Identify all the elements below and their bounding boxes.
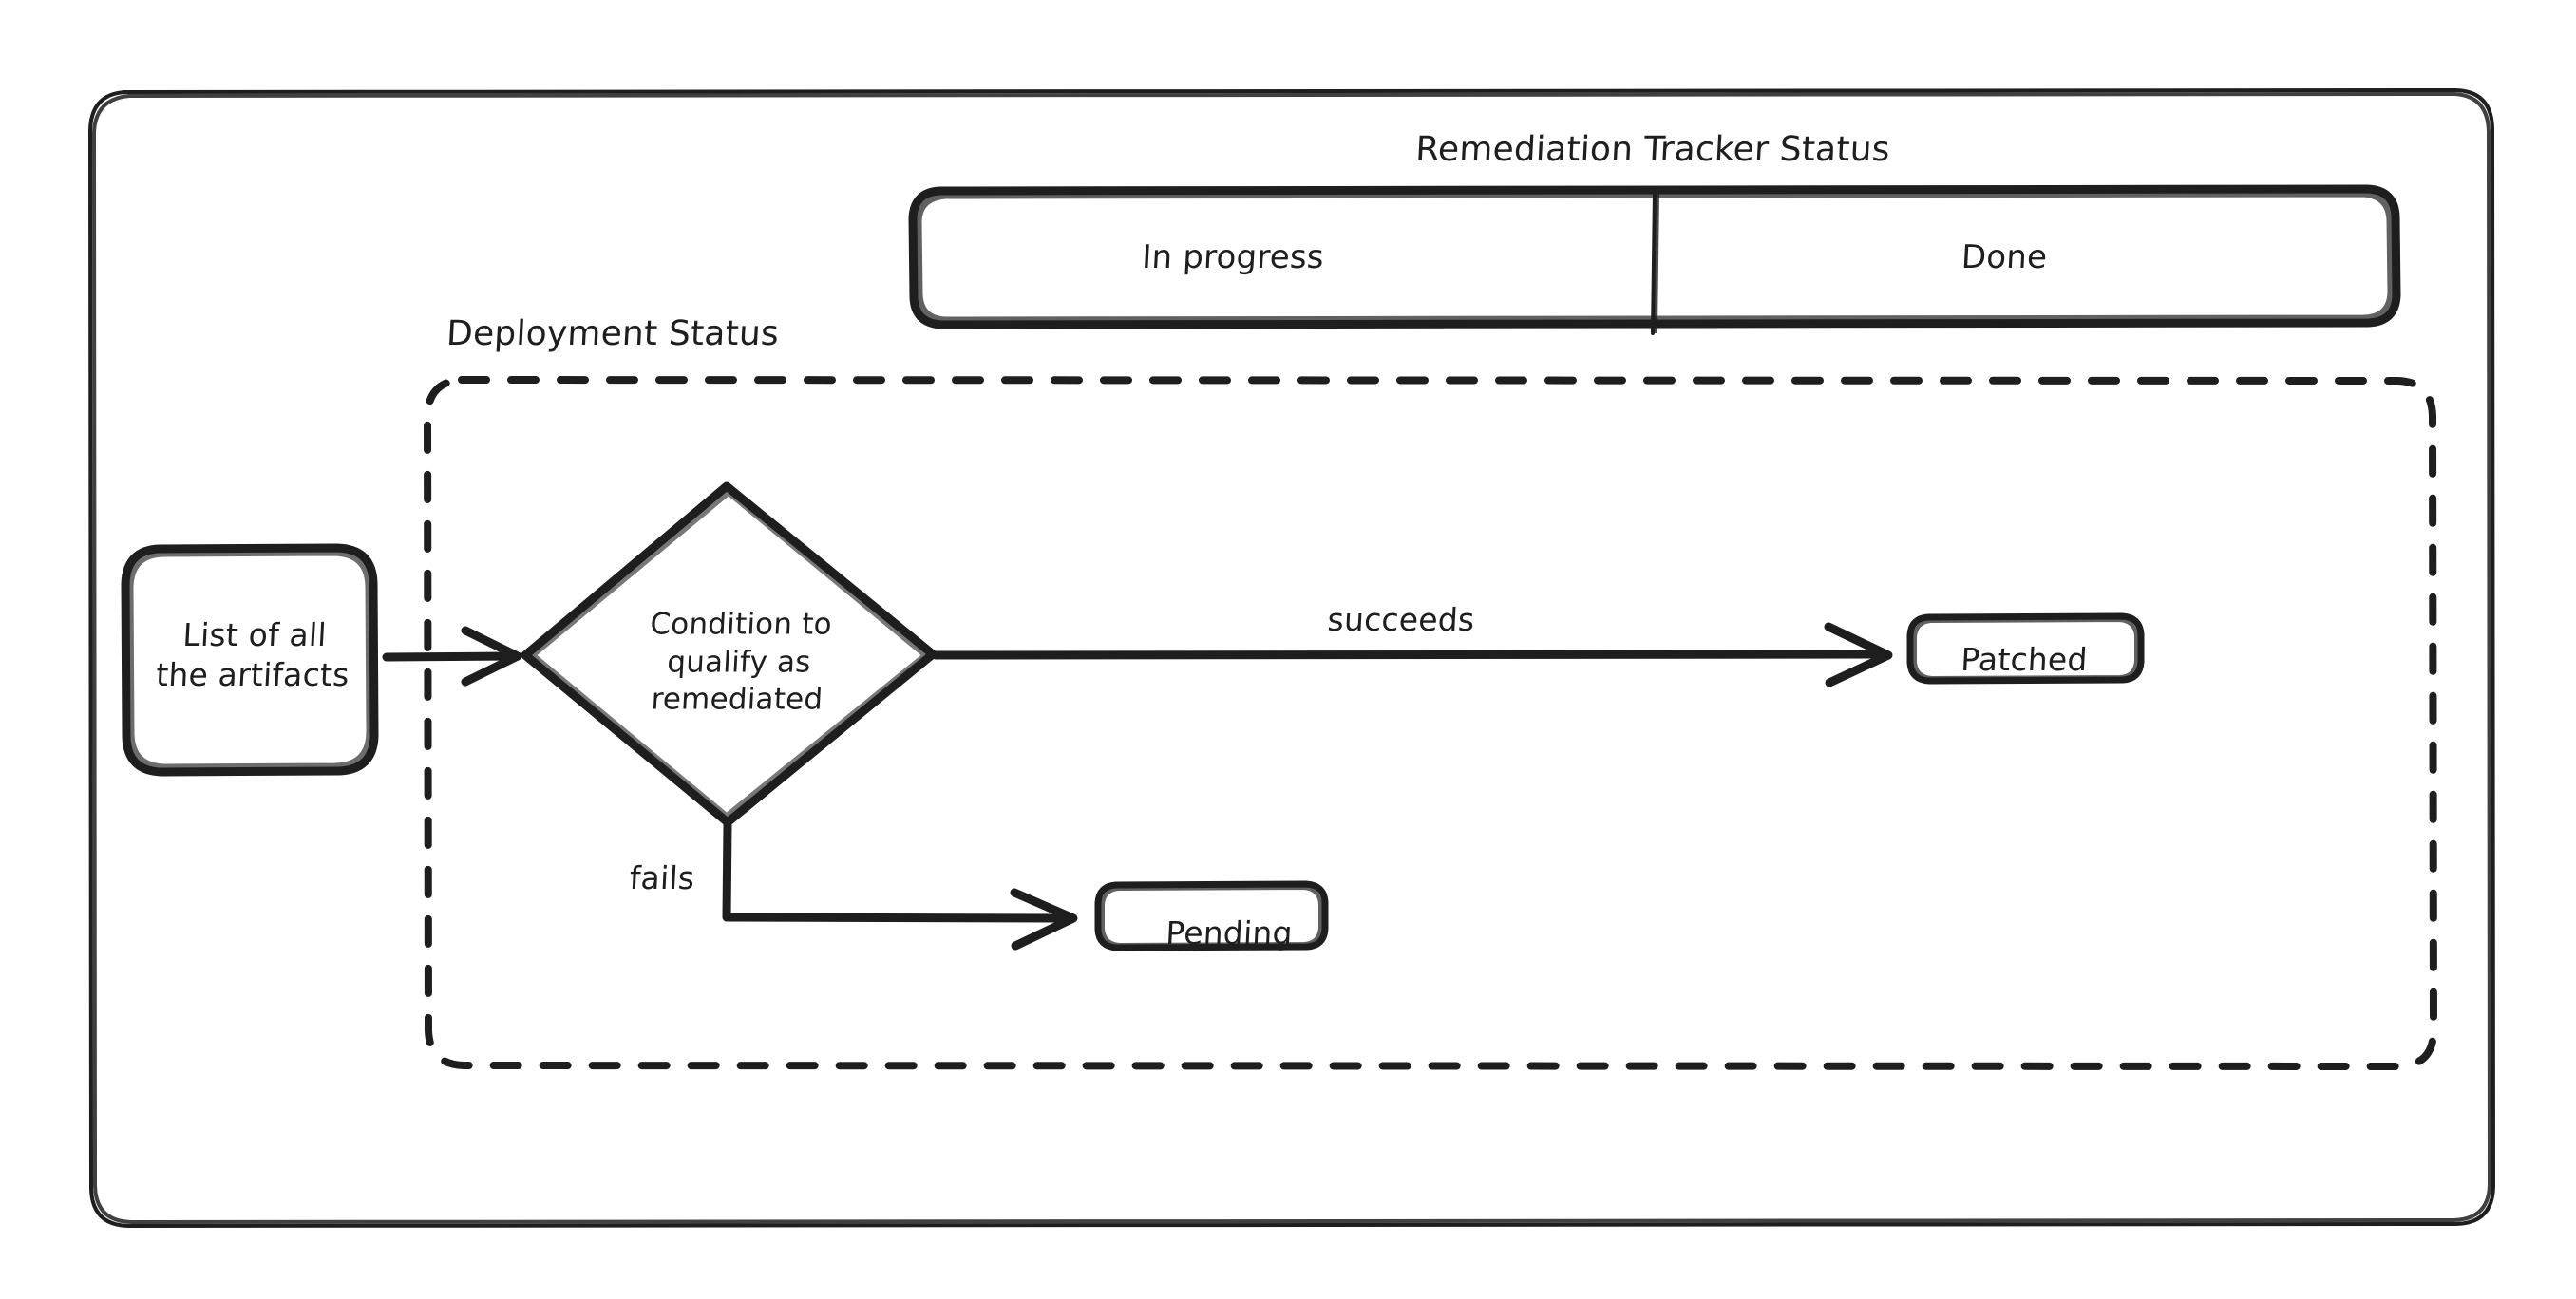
node-pending-box[interactable]: [1094, 880, 1329, 951]
node-patched-box[interactable]: [1906, 612, 2145, 685]
node-decision-diamond[interactable]: [521, 481, 938, 827]
diagram-frame: [88, 88, 2495, 1228]
deployment-status-group: [424, 376, 2437, 1070]
edge-decision-to-patched: [931, 622, 1893, 687]
swimlane-divider: [1651, 191, 1659, 335]
remediation-tracker-bar: [908, 184, 2401, 335]
node-artifacts-box[interactable]: [121, 543, 379, 777]
edge-artifacts-to-decision: [382, 626, 522, 687]
edge-decision-to-pending: [722, 820, 1078, 951]
